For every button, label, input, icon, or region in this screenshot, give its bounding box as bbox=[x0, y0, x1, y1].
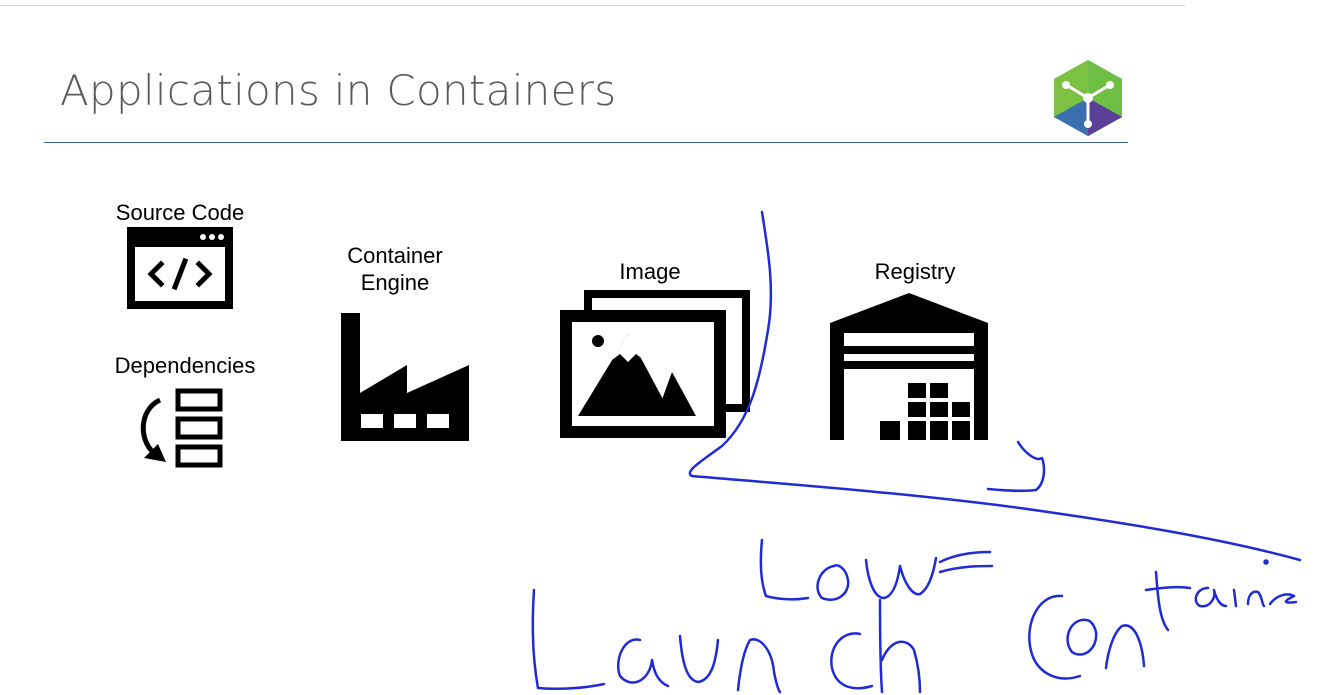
title-rule bbox=[44, 142, 1128, 143]
container-engine-label: Container Engine bbox=[347, 243, 443, 295]
factory-icon bbox=[341, 313, 469, 441]
image-stack-icon bbox=[560, 290, 750, 438]
image-label: Image bbox=[619, 259, 681, 284]
warehouse-icon bbox=[830, 293, 988, 440]
source-code-label: Source Code bbox=[115, 200, 245, 225]
dependencies-label: Dependencies bbox=[114, 353, 256, 378]
dependencies-icon bbox=[140, 388, 223, 468]
slide-title: Applications in Containers bbox=[60, 66, 617, 115]
registry-label: Registry bbox=[874, 259, 956, 284]
source-code-icon bbox=[127, 227, 233, 309]
company-logo-icon bbox=[1054, 60, 1122, 136]
top-rule bbox=[0, 5, 1185, 6]
